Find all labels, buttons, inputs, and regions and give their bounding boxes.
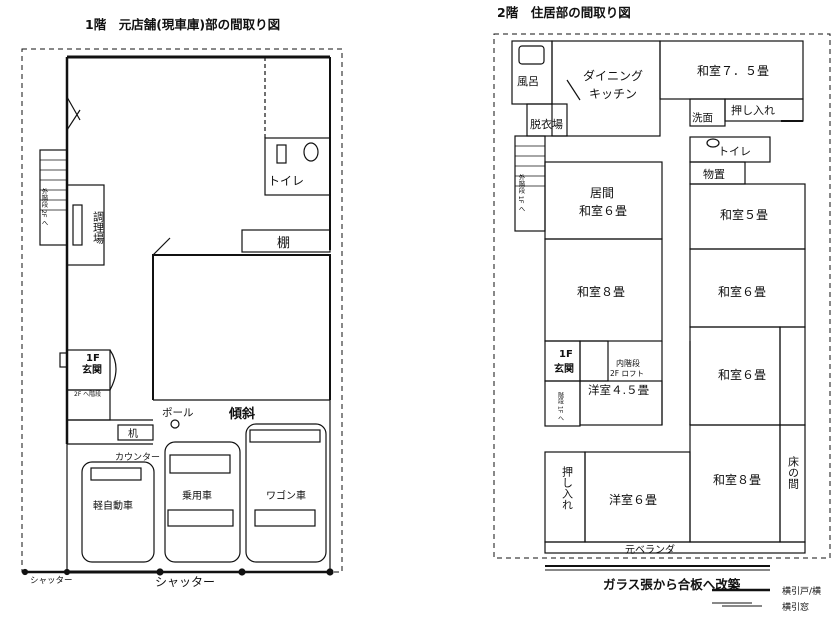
floor2-veranda-label: 元ベランダ [625,543,675,556]
floor2-dining-label-2: キッチン [589,87,637,101]
floor1-door-line [152,237,171,256]
floor1-pole [170,419,180,429]
floor2-japanese-8-left-label: 和室８畳 [577,284,625,299]
floor2-japanese-5-label: 和室５畳 [720,207,768,222]
floor1-shutter-post-2 [63,568,71,576]
floor1-car2-windshield [169,454,231,474]
floor2-toilet-bowl [706,138,720,148]
floor1-plan [21,48,343,576]
floor2-inner-stairs [579,340,609,382]
floor1-car3-windshield [249,429,321,443]
floor1-kitchen-counter [72,204,83,246]
floor2-veranda [544,541,806,554]
floor1-desk [117,424,154,441]
floor1-kitchen-label: 調理場 [92,210,105,245]
floor2-closet-top-label: 押し入れ [731,103,775,117]
floor2-bath [511,40,553,105]
floor2-title: 2階 住居部の間取り図 [497,5,631,20]
floor1-door-swing [66,96,81,131]
floor1-counter-label: カウンター [115,452,160,463]
floor1-shutter-post-3 [156,568,164,576]
floor2-closet-bottom-label: 押し入れ [561,465,574,510]
floor2-inner-stairs-down-label: 階段 1F へ [557,391,564,421]
floor2-living [544,161,663,240]
floor2-dressing [526,103,568,137]
floor1-car2-rear [167,509,234,527]
floor2-entrance-floor-label: 1F [559,349,573,360]
floor1-shutter-post-4 [238,568,246,576]
floor1-outer-stairs-label: 外階段 2F へ [40,187,48,227]
floor1-shelf-label: 棚 [277,236,290,251]
floor1-car1-windshield [90,467,142,481]
floor1-shutter-post-1 [21,568,29,576]
floor1-toilet-label: トイレ [268,174,304,188]
floor2-inner-stairs-label: 内階段 [616,358,640,368]
floor1-car3-label: ワゴン車 [266,489,306,502]
floor1-entrance-step [59,352,68,368]
floor2-entrance-label: 玄関 [554,362,574,375]
floor2-loft-label: 2F ロフト [610,369,644,378]
floor1-entrance-floor-label: 1F [86,353,100,364]
floor2-living-label-b: 和室６畳 [579,203,627,218]
floor1-shutter-post-5 [326,568,334,576]
floor2-door-mark [566,79,581,101]
floor2-closet-right [779,326,806,426]
floor2-japanese-6-a-label: 和室６畳 [718,284,766,299]
floor1-garage-walls [152,254,331,400]
floor2-storage-label: 物置 [703,167,725,181]
floor1-car2-label: 乗用車 [182,489,212,502]
floor1-car1-label: 軽自動車 [93,499,133,512]
floor1-car1 [81,461,155,563]
floor1-entrance-door [109,349,117,391]
floor2-stair-down [544,380,581,427]
floor1-sink [276,144,287,164]
floor2-plan [493,33,831,607]
floor2-dressing-label: 脱衣場 [530,117,563,131]
floor2-japanese-8-bottom-label: 和室８畳 [713,472,761,487]
floor2-renovation-note: ガラス張から合板へ改築 [603,577,741,592]
floor2-japanese-7-5-label: 和室７．５畳 [697,63,769,78]
floor1-shutter-main-label: シャッター [155,575,215,589]
floor2-japanese-6-b-label: 和室６畳 [718,367,766,382]
floor2-living-label-a: 居間 [590,186,614,200]
floor2-bathtub [518,45,545,65]
floor1-title: 1階 元店舗(現車庫)部の間取り図 [85,17,280,32]
floor1-car2 [164,441,241,563]
floor2-dining-label-1: ダイニング [583,68,643,83]
floor1-stair-treads [40,159,67,211]
floor2-stair-treads [515,145,545,187]
floor2-outer-stairs-label: 外階段 1F へ [517,173,525,213]
floor2-western-4-5-label: 洋室４.５畳 [588,383,649,397]
floor2-legend-sliding-door: 横引戸/横 [782,585,821,597]
floor2-closet-top [724,98,804,122]
floor1-shelf [241,229,331,253]
floor1-toilet-bowl [303,142,319,162]
floor1-inner-stairs-label: 2F へ階段 [74,390,101,398]
floor2-western-6-label: 洋室６畳 [609,492,657,507]
floor1-slope-label: 傾斜 [228,406,255,422]
floor1-kitchen [66,184,105,266]
floor1-shutter-small-label: シャッター [30,576,73,586]
floor1-car3 [245,423,327,563]
floor2-toilet-label: トイレ [718,145,751,158]
floor1-car3-rear [254,509,316,527]
floor1-toilet-room [264,137,331,196]
floor2-washroom-label: 洗面 [692,112,713,124]
floor1-pole-label: ポール [162,407,194,419]
floor2-property-line [493,33,831,559]
floor2-tokonoma-label: 床の間 [787,455,800,490]
floor2-legend-sliding-window: 横引窓 [782,601,809,613]
floor2-entrance [544,340,581,382]
floor1-entrance-label: 玄関 [82,363,102,376]
floor2-bath-label: 風呂 [517,75,539,88]
floor1-desk-label: 机 [128,427,138,440]
